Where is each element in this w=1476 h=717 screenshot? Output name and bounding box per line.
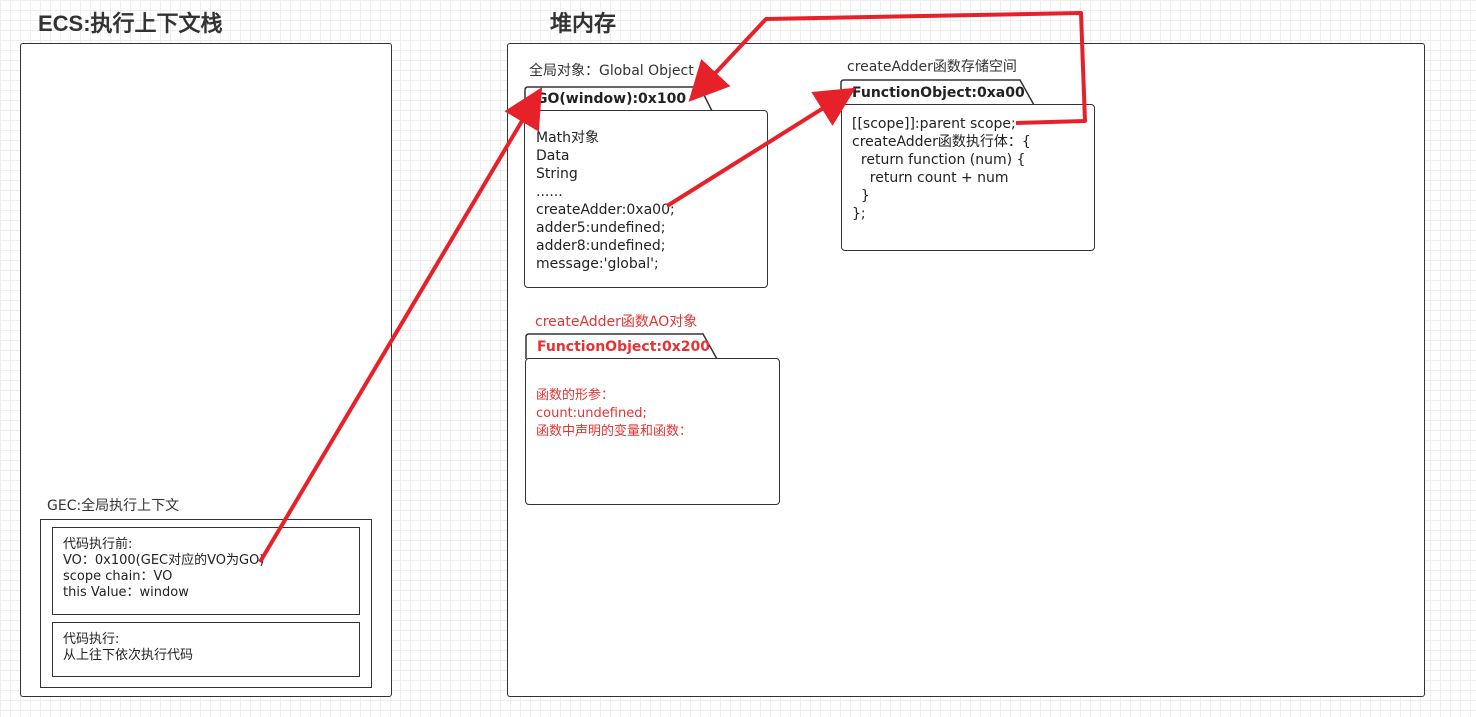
go-line: Math对象	[536, 130, 600, 146]
go-line: adder5:undefined;	[536, 220, 666, 236]
go-line: Data	[536, 148, 570, 164]
ao-body: 函数的形参： count:undefined; 函数中声明的变量和函数：	[525, 358, 780, 505]
fn-line: };	[852, 206, 866, 222]
gec-exec-line: 代码执行:	[63, 632, 120, 647]
go-line: adder8:undefined;	[536, 238, 666, 254]
gec-exec-box: 代码执行: 从上往下依次执行代码	[52, 622, 360, 677]
ecs-title: ECS:执行上下文栈	[38, 11, 223, 36]
ao-line: count:undefined;	[536, 406, 647, 421]
gec-before-line: scope chain：VO	[63, 569, 173, 584]
fn-line: return count + num	[852, 170, 1009, 186]
go-line: String	[536, 166, 578, 182]
fn-body: [[scope]]:parent scope; createAdder函数执行体…	[841, 104, 1095, 251]
go-body: Math对象 Data String ...... createAdder:0x…	[524, 110, 768, 288]
ao-line: 函数中声明的变量和函数：	[536, 424, 693, 439]
fn-line: return function (num) {	[852, 152, 1026, 168]
gec-before-line: this Value：window	[63, 585, 189, 600]
ao-line: 函数的形参：	[536, 388, 615, 403]
heap-title: 堆内存	[550, 11, 617, 36]
fn-line: [[scope]]:parent scope;	[852, 116, 1016, 132]
fn-line: createAdder函数执行体：{	[852, 134, 1031, 150]
go-line: ......	[536, 184, 563, 200]
fn-tab-label: FunctionObject:0xa00	[852, 85, 1025, 101]
gec-before-line: 代码执行前:	[63, 537, 133, 552]
gec-before-line: VO：0x100(GEC对应的VO为GO)	[63, 553, 265, 568]
ao-caption: createAdder函数AO对象	[535, 314, 698, 330]
gec-before-box: 代码执行前: VO：0x100(GEC对应的VO为GO) scope chain…	[52, 527, 360, 615]
fn-line: }	[852, 188, 870, 204]
go-caption: 全局对象：Global Object	[529, 63, 694, 79]
gec-exec-line: 从上往下依次执行代码	[63, 648, 194, 663]
gec-label: GEC:全局执行上下文	[47, 498, 180, 514]
go-line: createAdder:0xa00;	[536, 202, 675, 218]
ao-tab-label: FunctionObject:0x200	[537, 339, 710, 355]
fn-caption: createAdder函数存储空间	[847, 59, 1017, 75]
go-line: message:'global';	[536, 256, 659, 272]
go-tab-label: GO(window):0x100	[536, 91, 687, 107]
